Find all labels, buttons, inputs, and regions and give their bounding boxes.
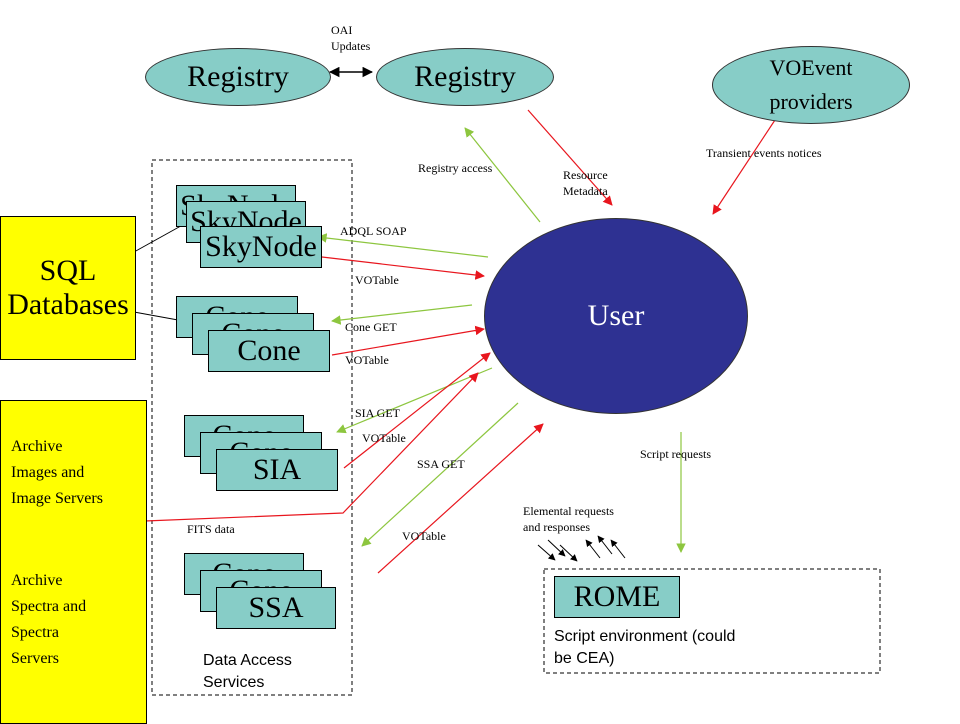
- script-env-container: [543, 568, 881, 674]
- votable-4-label: VOTable: [402, 529, 446, 543]
- votable-2-arrow: [331, 325, 485, 356]
- resource-metadata-label: Resource Metadata: [563, 168, 608, 198]
- adql-soap-label: ADQL SOAP: [340, 224, 407, 238]
- elemental-arrow-3: [559, 544, 578, 562]
- sia-box-3: SIA: [216, 449, 338, 491]
- voevent-providers: VOEvent providers: [712, 46, 910, 124]
- fits-data-label: FITS data: [187, 522, 235, 536]
- oai-updates-label: OAI Updates: [331, 23, 371, 53]
- votable-3-label: VOTable: [362, 431, 406, 445]
- resource-metadata-arrow: [527, 109, 613, 206]
- sia-get-arrow: [336, 367, 493, 434]
- ssa-get-arrow: [361, 402, 519, 547]
- data-access-container: [151, 159, 353, 696]
- votable-1-label: VOTable: [355, 273, 399, 287]
- sql-skynode-line: [133, 221, 189, 253]
- sql-label-1: SQL: [39, 254, 97, 287]
- ssa-get-label: SSA GET: [417, 457, 465, 471]
- registry-right: Registry: [376, 48, 554, 106]
- registry-access-arrow: [464, 127, 541, 223]
- transient-label: Transient events notices: [706, 146, 822, 160]
- skynode-box-3: SkyNode: [200, 226, 322, 268]
- archive-servers: Archive Images and Image Servers Archive…: [0, 400, 147, 724]
- sql-cone-line: [133, 311, 179, 321]
- sql-label-2: Databases: [7, 288, 129, 321]
- adql-soap-arrow: [317, 233, 489, 258]
- elemental-label: Elemental requests and responses: [523, 504, 614, 534]
- sia-get-label: SIA GET: [355, 406, 400, 420]
- voevent-label-2: providers: [769, 89, 853, 114]
- votable-1-arrow: [321, 256, 485, 280]
- ssa-box-3: SSA: [216, 587, 336, 629]
- elemental-arrow-4: [585, 539, 601, 559]
- registry-left-label: Registry: [187, 60, 289, 93]
- votable-3-arrow: [343, 352, 491, 469]
- transient-arrow: [712, 119, 776, 215]
- elemental-arrow-5: [597, 535, 613, 555]
- cone-box-3: Cone: [208, 330, 330, 372]
- cone-get-arrow: [331, 304, 473, 325]
- voevent-label-1: VOEvent: [769, 55, 853, 80]
- registry-left: Registry: [145, 48, 331, 106]
- cone-get-label: Cone GET: [345, 320, 397, 334]
- script-env-label: Script environment (could be CEA): [554, 628, 736, 667]
- rome-box: ROME: [554, 576, 680, 618]
- data-access-label: Data Access Services: [203, 652, 292, 691]
- votable-2-label: VOTable: [345, 353, 389, 367]
- user-label: User: [587, 299, 645, 332]
- elemental-arrow-1: [537, 544, 556, 561]
- elemental-arrow-2: [547, 539, 566, 557]
- registry-access-label: Registry access: [418, 161, 493, 175]
- fits-data-arrow: [144, 372, 479, 522]
- archive-images-label: Archive Images and Image Servers: [11, 438, 103, 507]
- user-node: User: [484, 218, 748, 414]
- sql-databases: SQL Databases: [0, 216, 136, 360]
- elemental-arrow-6: [610, 539, 626, 559]
- votable-4-arrow: [377, 423, 544, 574]
- registry-right-label: Registry: [414, 60, 516, 93]
- script-requests-label: Script requests: [640, 447, 711, 461]
- archive-spectra-label: Archive Spectra and Spectra Servers: [11, 572, 87, 667]
